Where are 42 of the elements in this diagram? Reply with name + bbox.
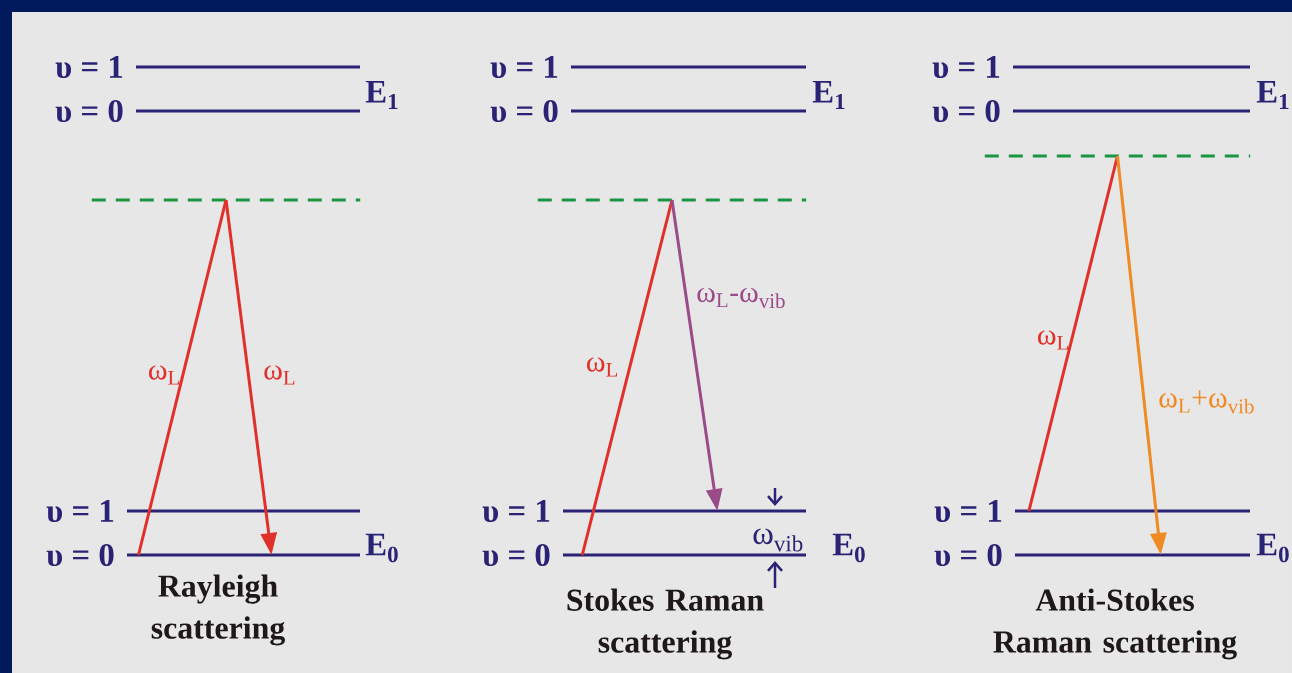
node-label: υ = 1 <box>482 499 550 523</box>
node-label: υ = 0 <box>934 543 1002 567</box>
spacing-label: ω$_{vib}$ <box>753 528 803 552</box>
energy-label: E$_{0}$ <box>832 533 865 563</box>
energy-level: υ = 0 <box>46 543 360 567</box>
edge-label: ω$_{L}$ <box>264 365 295 385</box>
node-label: υ = 0 <box>46 543 114 567</box>
node-label: υ = 0 <box>482 543 550 567</box>
edge-label: ω$_{L}$-ω$_{vib}$ <box>697 287 785 309</box>
node-label: υ = 0 <box>490 99 558 123</box>
caption: Anti-Stokes Raman scattering <box>993 588 1237 660</box>
node-label: υ = 1 <box>55 55 123 79</box>
node-label: υ = 0 <box>932 99 1000 123</box>
edge-label: ω$_{L}$ <box>587 357 618 377</box>
energy-level: υ = 1 <box>46 500 360 522</box>
energy-level: υ = 1 <box>55 56 360 78</box>
node-label: υ = 1 <box>490 55 558 79</box>
energy-level: υ = 1 <box>932 56 1250 78</box>
energy-label: E$_{0}$ <box>1256 533 1289 563</box>
energy-level: υ = 0 <box>934 543 1250 567</box>
caption: Stokes Raman scattering <box>567 588 764 660</box>
node-label: υ = 0 <box>55 99 123 123</box>
node-label: υ = 1 <box>934 499 1002 523</box>
caption: Rayleigh scattering <box>151 574 285 646</box>
energy-level: υ = 1 <box>934 500 1250 522</box>
virtual-level <box>984 154 1251 158</box>
node-label: υ = 1 <box>46 499 114 523</box>
virtual-level <box>91 198 361 202</box>
energy-label: E$_{1}$ <box>365 80 398 110</box>
energy-label: E$_{1}$ <box>1256 80 1289 110</box>
edge-label: ω$_{L}$ <box>1038 330 1069 350</box>
energy-level: υ = 0 <box>55 99 360 123</box>
edge-label: ω$_{L}$+ω$_{vib}$ <box>1159 390 1254 414</box>
energy-level: υ = 0 <box>932 99 1250 123</box>
virtual-level <box>537 198 807 202</box>
energy-label: E$_{0}$ <box>365 533 398 563</box>
energy-level: υ = 1 <box>482 500 806 522</box>
energy-label: E$_{1}$ <box>812 80 845 110</box>
energy-level: υ = 0 <box>490 99 806 123</box>
energy-level: υ = 1 <box>490 56 806 78</box>
node-label: υ = 1 <box>932 55 1000 79</box>
edge-label: ω$_{L}$ <box>149 365 180 385</box>
